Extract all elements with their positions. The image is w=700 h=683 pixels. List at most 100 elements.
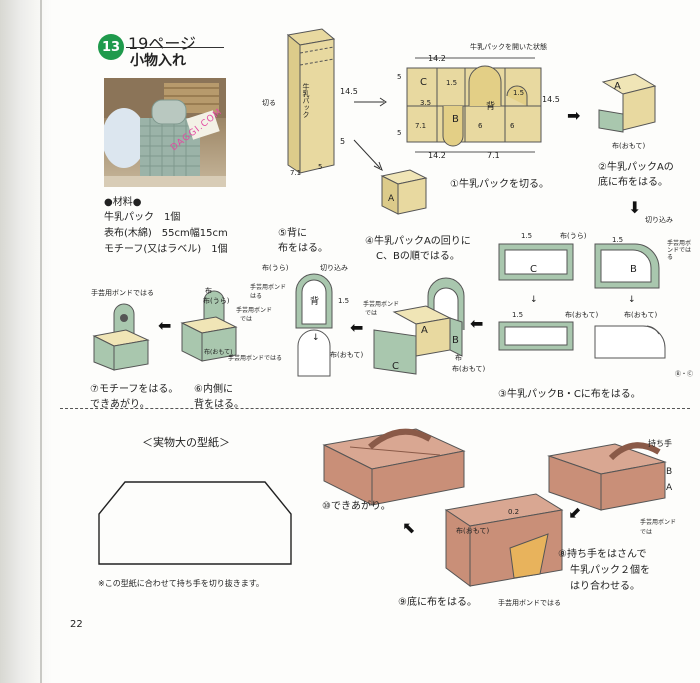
dim-label: 1.5	[513, 89, 525, 97]
fabric-label: 切り込み	[320, 264, 348, 272]
page-number: 22	[70, 619, 83, 630]
fabric-label: 布(おもて)	[612, 142, 646, 150]
step-8-text: はり合わせる。	[570, 581, 640, 592]
fabric-label: 布	[455, 354, 462, 362]
step-5-text: 布をはる。	[278, 243, 328, 254]
fabric-label: はる	[250, 293, 263, 300]
dim-label: 7.1	[415, 122, 427, 130]
carton-label-c: C	[530, 264, 537, 275]
dim-label: 1.5	[446, 79, 458, 87]
material-item: 表布(木綿) 55cm幅15cm	[104, 228, 228, 239]
fabric-label: 布(おもて)	[452, 365, 486, 373]
step-5-text: ⑤背に	[278, 228, 307, 239]
fabric-label: 布(うら)	[203, 297, 230, 305]
carton-label-milk-pack: 牛乳パック	[302, 83, 310, 118]
dim-label: 5	[340, 137, 346, 146]
fabric-label: 布(おもて)	[204, 349, 233, 356]
dim-label: 5	[397, 73, 402, 81]
handle-label: 持ち手	[648, 439, 672, 448]
step-9-bottom-diagram	[444, 493, 564, 587]
fabric-label: 布(うら)	[560, 232, 587, 240]
pattern-note: ※この型紙に合わせて持ち手を切り抜きます。	[98, 579, 264, 588]
title-rule	[126, 47, 224, 48]
carton-label-b: B	[630, 264, 637, 275]
dim-label: 7.1	[487, 151, 500, 160]
dim-label: 14.5	[340, 87, 358, 96]
step-6-box-diagram	[180, 290, 238, 362]
carton-label-a: A	[421, 325, 428, 336]
step-1-text: ①牛乳パックを切る。	[450, 179, 549, 190]
book-spine-shadow	[0, 0, 52, 683]
pattern-heading: ＜実物大の型紙＞	[142, 436, 230, 449]
step-7-text: ⑦モチーフをはる。	[90, 384, 179, 395]
fabric-label: 手芸用ボンドではる	[498, 599, 561, 607]
fabric-label: 切り込み	[645, 216, 673, 224]
fabric-label: 布(うら)	[262, 264, 289, 272]
dim-label: 5	[397, 129, 402, 137]
fabric-label: では	[640, 529, 653, 536]
step-3-fabric-diagram	[498, 243, 666, 359]
carton-label-a: A	[666, 483, 673, 493]
carton-label-a: A	[388, 194, 395, 204]
dim-label: 7.1	[290, 169, 302, 177]
step-4-text: C、Bの順ではる。	[376, 251, 460, 262]
arrow-left-icon: ⬅	[158, 316, 172, 335]
step-3-text: ③牛乳パックB・Cに布をはる。	[498, 389, 641, 400]
fabric-label: 手芸用ボンド	[250, 284, 287, 291]
step-4-assembly-diagram	[373, 277, 465, 375]
step-10-text: ⑩できあがり。	[322, 501, 391, 512]
carton-label-back: 背	[486, 102, 496, 112]
carton-label-c: C	[392, 361, 399, 372]
carton-label-c: C	[420, 77, 427, 88]
step-5-back-diagram	[295, 273, 333, 377]
fabric-label: 手芸用ボンド	[236, 307, 273, 314]
carton-label-back: 背	[310, 297, 320, 307]
step-8-text: ⑧持ち手をはさんで	[558, 549, 647, 560]
fabric-label: では	[365, 310, 378, 317]
step-6-text: ⑥内側に	[194, 384, 233, 395]
step-7-text: できあがり。	[90, 399, 150, 410]
fabric-label: 手芸用ボンド	[363, 301, 400, 308]
step-6-text: 背をはる。	[194, 399, 244, 410]
carton-a-box	[380, 169, 428, 215]
fabric-label: では	[240, 316, 253, 323]
dim-label: 0.2	[508, 508, 520, 516]
dim-label: 1.5	[612, 236, 624, 244]
step-8-text: 牛乳パック２個を	[570, 565, 650, 576]
project-number-badge: 13	[98, 34, 124, 60]
dim-label: 1.5	[521, 232, 533, 240]
milk-carton-diagram	[286, 28, 336, 174]
page-reference: 19ページ	[128, 34, 197, 53]
arrow-down-left-icon: ⬋	[568, 503, 582, 522]
fabric-label: 手芸用ボンド	[640, 519, 677, 526]
arrow-left-icon: ⬅	[350, 318, 364, 337]
fabric-label: 手芸用ボンドではる	[228, 355, 283, 362]
step-4-text: ④牛乳パックAの回りに	[365, 236, 471, 247]
material-item: 牛乳パック 1個	[104, 212, 181, 223]
arrow-right-icon: ➡	[567, 106, 581, 125]
fabric-label: 布(おもて)	[330, 351, 364, 359]
step-7-finished-box	[92, 303, 150, 371]
fabric-label: 手芸用ボンドではる	[91, 289, 154, 297]
carton-label-b: B	[452, 114, 459, 125]
dim-label: 14.5	[542, 95, 560, 104]
fabric-label: 布(おもて)	[624, 311, 658, 319]
dim-label: 1.5	[512, 311, 524, 319]
callout-bubble: Ⓑ・Ⓒ	[675, 371, 694, 378]
arrow-down-icon: ↓	[530, 295, 538, 305]
finished-tray-diagram	[322, 428, 466, 506]
project-title: 小物入れ	[130, 53, 186, 69]
handle-pattern-shape	[98, 481, 292, 565]
dim-label: 5	[318, 163, 323, 171]
fabric-label: 布	[205, 287, 212, 295]
carton-label-a: A	[614, 81, 621, 92]
arrow-down-icon: ⬇	[628, 198, 642, 217]
material-item: モチーフ(又はラベル) 1個	[104, 244, 228, 255]
dim-label: 14.2	[428, 151, 446, 160]
spine-line	[40, 0, 42, 683]
step-9-text: ⑨底に布をはる。	[398, 597, 477, 608]
finished-item-photo: DAGGI.COM	[104, 78, 226, 187]
opened-carton-note: 牛乳パックを開いた状態	[470, 43, 547, 51]
section-divider	[60, 408, 690, 409]
